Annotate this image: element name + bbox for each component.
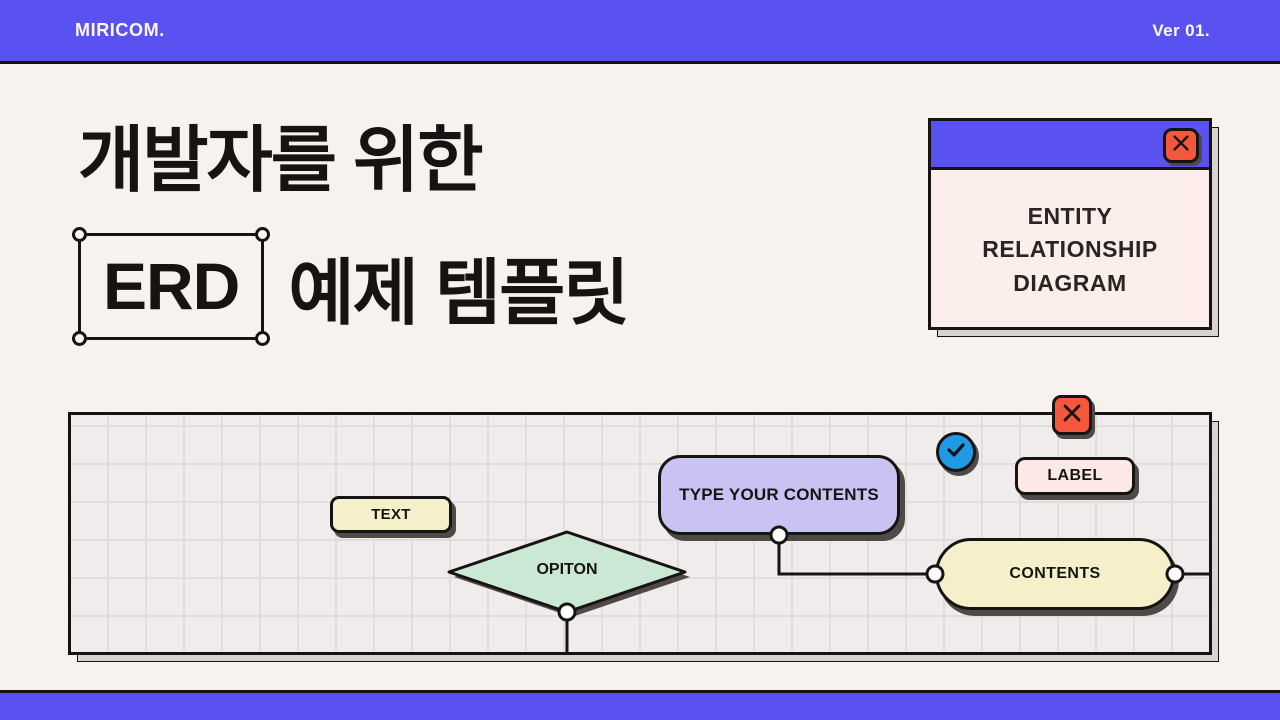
decision-diamond[interactable] <box>447 530 687 614</box>
selection-handle-top-right[interactable] <box>255 227 271 243</box>
node-contents-label: CONTENTS <box>1009 565 1101 582</box>
bottom-bar <box>0 690 1280 720</box>
window-title-bar[interactable] <box>931 121 1209 170</box>
check-button[interactable] <box>936 432 976 472</box>
connector-line-process-to-contents <box>777 536 935 576</box>
version-text: Ver 01. <box>1152 20 1210 40</box>
erd-selection-box[interactable]: ERD <box>72 227 271 346</box>
connector-layer <box>447 525 1209 652</box>
title-line1: 개발자를 위한 <box>78 121 483 201</box>
connector-dot-process[interactable] <box>769 525 789 545</box>
title-line2-rest: 예제 템플릿 <box>288 253 629 334</box>
selection-handle-bottom-left[interactable] <box>72 330 87 346</box>
connector-dot-contents-right[interactable] <box>1165 564 1185 584</box>
card-title-word-2: RELATIONSHIP <box>982 236 1158 263</box>
brand-logo-text: MIRICOM. <box>75 20 165 40</box>
node-contents[interactable]: CONTENTS <box>935 538 1175 610</box>
hero-title-block: 개발자를 위한 ERD 예제 템플릿 <box>72 121 630 346</box>
node-text-label: TEXT <box>371 506 411 523</box>
connector-dot-contents-left[interactable] <box>925 564 945 584</box>
node-label-tag[interactable]: LABEL <box>1015 457 1135 495</box>
canvas-close-button[interactable] <box>1052 395 1092 435</box>
window-close-button[interactable] <box>1163 128 1199 163</box>
close-icon <box>1060 401 1084 430</box>
connector-dot-decision[interactable] <box>557 602 577 622</box>
title-line2: ERD 예제 템플릿 <box>72 227 630 346</box>
node-decision-label[interactable]: OPITON <box>536 561 598 578</box>
node-label-tag-text: LABEL <box>1047 467 1103 484</box>
selection-handle-top-left[interactable] <box>72 227 87 243</box>
top-bar: MIRICOM. Ver 01. <box>0 0 1280 64</box>
selection-handle-bottom-right[interactable] <box>255 330 271 346</box>
erd-text: ERD <box>103 249 240 324</box>
erd-window-card: ENTITY RELATIONSHIP DIAGRAM <box>928 118 1212 330</box>
node-process[interactable]: TYPE YOUR CONTENTS <box>658 455 900 535</box>
card-title-word-3: DIAGRAM <box>1013 269 1127 296</box>
check-icon <box>944 438 968 467</box>
diagram-canvas: TEXT OPITON TYPE YOUR CONTENTS LABEL CON… <box>68 395 1212 655</box>
card-title-word-1: ENTITY <box>1027 202 1113 229</box>
node-process-label: TYPE YOUR CONTENTS <box>679 485 879 504</box>
window-body: ENTITY RELATIONSHIP DIAGRAM <box>931 170 1209 330</box>
close-icon <box>1170 132 1192 159</box>
node-text[interactable]: TEXT <box>330 496 452 533</box>
